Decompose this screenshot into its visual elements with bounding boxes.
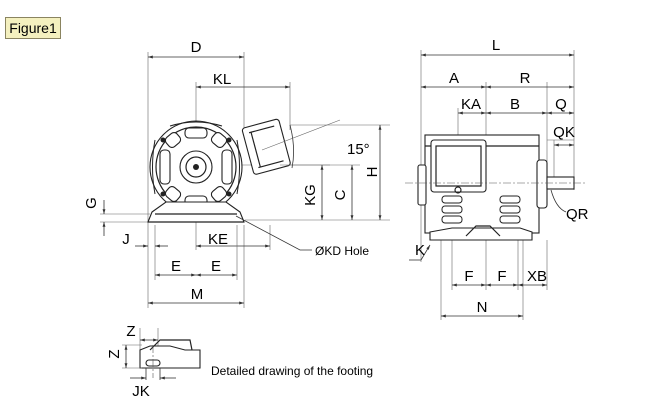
dim-G: G <box>83 197 100 209</box>
dim-KE: KE <box>208 231 228 248</box>
front-view: D KL <box>83 39 390 308</box>
dim-L: L <box>492 37 500 54</box>
dim-KG: KG <box>302 184 319 206</box>
dim-QK: QK <box>553 124 575 141</box>
dim-Q: Q <box>555 96 567 113</box>
dim-F-left: F <box>464 268 473 285</box>
dim-F-right: F <box>497 268 506 285</box>
dim-D: D <box>191 39 202 56</box>
dim-QR: QR <box>566 206 589 223</box>
dim-J: J <box>122 231 130 248</box>
dim-Z: Z <box>126 323 135 340</box>
dim-KL: KL <box>213 71 231 88</box>
dim-M: M <box>191 286 204 303</box>
angle-15: 15° <box>347 141 370 158</box>
side-view: L A R KA B Q QK <box>405 37 589 320</box>
footing-detail: Z Z JK Detailed drawing of the footing <box>106 323 373 400</box>
dim-E-right: E <box>211 258 221 275</box>
hole-label: ØKD Hole <box>315 244 369 258</box>
dim-N: N <box>477 299 488 316</box>
dim-XB: XB <box>527 268 547 285</box>
dim-E-left: E <box>171 258 181 275</box>
dim-H: H <box>364 167 381 178</box>
dim-C: C <box>332 189 349 200</box>
dim-KA: KA <box>461 96 481 113</box>
dim-A: A <box>449 70 459 87</box>
dim-K: K <box>415 242 425 259</box>
dim-R: R <box>520 70 531 87</box>
footing-caption: Detailed drawing of the footing <box>211 364 373 378</box>
dim-Z-vertical: Z <box>106 349 123 358</box>
dim-B: B <box>510 96 520 113</box>
figure-label: Figure1 <box>5 17 61 39</box>
dim-JK: JK <box>132 383 150 400</box>
